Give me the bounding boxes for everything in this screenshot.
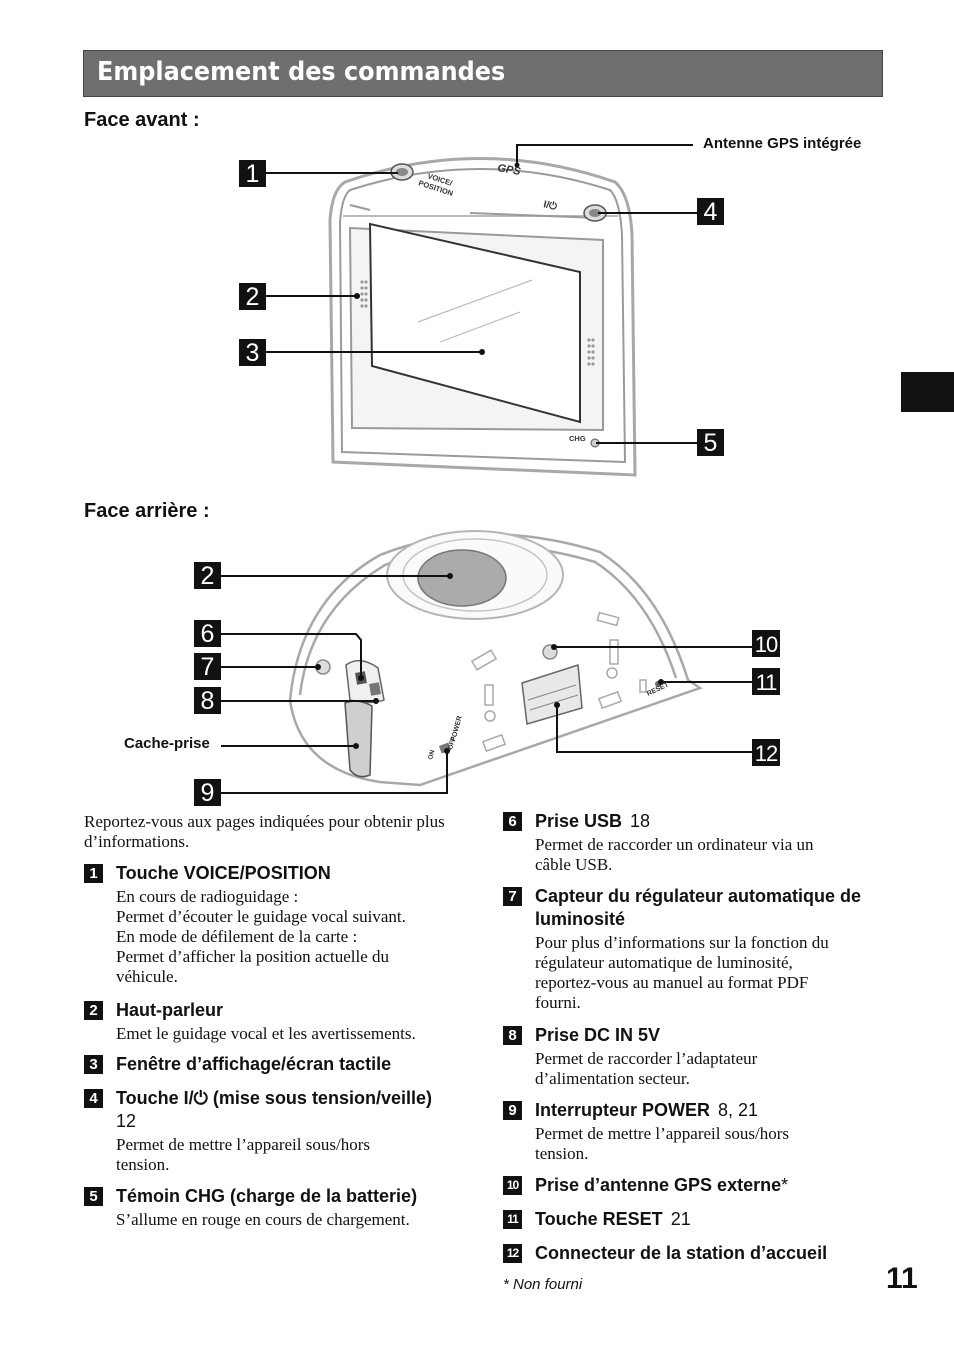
power-button-mark: I/⏻ — [542, 198, 558, 213]
rear-callout-12: 12 — [752, 739, 780, 766]
entry-9: 9 Interrupteur POWER 8, 21 Permet de mett… — [503, 1099, 903, 1164]
entry-6: 6 Prise USB 18 Permet de raccorder un ord… — [503, 810, 903, 875]
footnote-marker: * — [781, 1175, 789, 1195]
entry-4: 4 Touche I/⏻ (mise sous tension/veille) … — [84, 1087, 484, 1175]
rear-callout-11: 11 — [752, 668, 780, 695]
entry-page-ref: 18 — [630, 811, 651, 831]
entry-title: Touche VOICE/POSITION — [116, 863, 331, 883]
entry-description: Permet de raccorder l’adaptateur d’alime… — [535, 1049, 758, 1088]
entry-number: 5 — [84, 1187, 103, 1206]
entry-number: 12 — [503, 1244, 522, 1263]
front-callout-1: 1 — [239, 160, 266, 188]
entry-1: 1 Touche VOICE/POSITION En cours de radi… — [84, 862, 484, 987]
switch-on-label: ON — [427, 749, 436, 761]
cover-label: Cache-prise — [124, 735, 210, 752]
entry-8: 8 Prise DC IN 5V Permet de raccorder l’a… — [503, 1024, 903, 1089]
entry-11: 11 Touche RESET 21 — [503, 1208, 903, 1231]
entry-description: Permet de mettre l’appareil sous/hors te… — [116, 1135, 370, 1174]
front-view-label: Face avant : — [84, 109, 200, 131]
front-callout-5: 5 — [697, 429, 724, 457]
entry-title: Haut-parleur — [116, 1000, 224, 1020]
entry-title: Prise d’antenne GPS externe — [535, 1175, 782, 1195]
entry-description: S’allume en rouge en cours de chargement… — [116, 1210, 410, 1229]
rear-callout-6: 6 — [194, 620, 221, 648]
entry-2: 2 Haut-parleur Emet le guidage vocal et … — [84, 999, 484, 1044]
entry-number: 11 — [503, 1210, 522, 1229]
entry-number: 3 — [84, 1055, 103, 1074]
rear-view-label: Face arrière : — [84, 500, 210, 522]
entry-description: Permet de mettre l’appareil sous/hors te… — [535, 1124, 789, 1163]
rear-callout-2: 2 — [194, 562, 221, 590]
page-number: 11 — [886, 1262, 918, 1295]
front-callout-2: 2 — [239, 283, 266, 311]
section-title: Emplacement des commandes — [97, 57, 506, 87]
entry-title: Témoin CHG (charge de la batterie) — [116, 1186, 418, 1206]
entry-number: 1 — [84, 864, 103, 883]
entry-page-ref: 8, 21 — [718, 1100, 759, 1120]
entry-title: Fenêtre d’affichage/écran tactile — [116, 1054, 392, 1074]
entry-title: Capteur du régulateur automatique de — [535, 886, 862, 906]
entry-number: 2 — [84, 1001, 103, 1020]
entry-page-ref: 21 — [670, 1209, 691, 1229]
entry-title-cont: luminosité — [535, 909, 626, 929]
gps-mark: GPS — [496, 162, 522, 178]
intro-text: Reportez-vous aux pages indiquées pour o… — [84, 812, 445, 851]
entry-description: Pour plus d’informations sur la fonction… — [535, 933, 829, 1012]
entry-title: Interrupteur POWER — [535, 1100, 711, 1120]
entry-5: 5 Témoin CHG (charge de la batterie) S’a… — [84, 1185, 484, 1230]
antenna-label: Antenne GPS intégrée — [703, 135, 862, 152]
entry-title: Prise DC IN 5V — [535, 1025, 661, 1045]
entry-3: 3 Fenêtre d’affichage/écran tactile — [84, 1053, 484, 1076]
entry-number: 7 — [503, 887, 522, 906]
rear-callout-10: 10 — [752, 630, 780, 657]
entry-10: 10 Prise d’antenne GPS externe* — [503, 1174, 903, 1197]
section-title-bar: Emplacement des commandes — [83, 50, 883, 97]
entry-title: Touche RESET — [535, 1209, 663, 1229]
front-callout-4: 4 — [697, 198, 724, 226]
entry-description: Permet de raccorder un ordinateur via un… — [535, 835, 814, 874]
rear-callout-9: 9 — [194, 779, 221, 807]
entry-number: 4 — [84, 1089, 103, 1108]
entry-title-row: Prise USB 18 — [535, 810, 903, 833]
entry-title-row: Touche RESET 21 — [535, 1208, 903, 1231]
chg-indicator-label: CHG — [569, 434, 586, 443]
entry-7: 7 Capteur du régulateur automatique de l… — [503, 885, 903, 1013]
rear-callout-7: 7 — [194, 653, 221, 681]
entry-number: 8 — [503, 1026, 522, 1045]
entry-description: Emet le guidage vocal et les avertisseme… — [116, 1024, 416, 1043]
entry-number: 9 — [503, 1101, 522, 1120]
entry-title-row: Prise d’antenne GPS externe* — [535, 1174, 903, 1197]
front-callout-3: 3 — [239, 339, 266, 367]
chapter-tab-marker — [901, 372, 954, 412]
switch-off-label: OFF — [447, 736, 457, 750]
entry-number: 10 — [503, 1176, 522, 1195]
entry-title: Connecteur de la station d’accueil — [535, 1243, 828, 1263]
rear-callout-8: 8 — [194, 687, 221, 715]
entry-title-row: Interrupteur POWER 8, 21 — [535, 1099, 903, 1122]
entry-title: Touche I/⏻ (mise sous tension/veille) — [116, 1088, 432, 1108]
entry-number: 6 — [503, 812, 522, 831]
footnote: * Non fourni — [503, 1276, 583, 1293]
entry-page-ref: 12 — [116, 1111, 137, 1131]
entry-description: En cours de radioguidage : Permet d’écou… — [116, 887, 406, 986]
entry-title: Prise USB — [535, 811, 623, 831]
entry-12: 12 Connecteur de la station d’accueil — [503, 1242, 903, 1265]
